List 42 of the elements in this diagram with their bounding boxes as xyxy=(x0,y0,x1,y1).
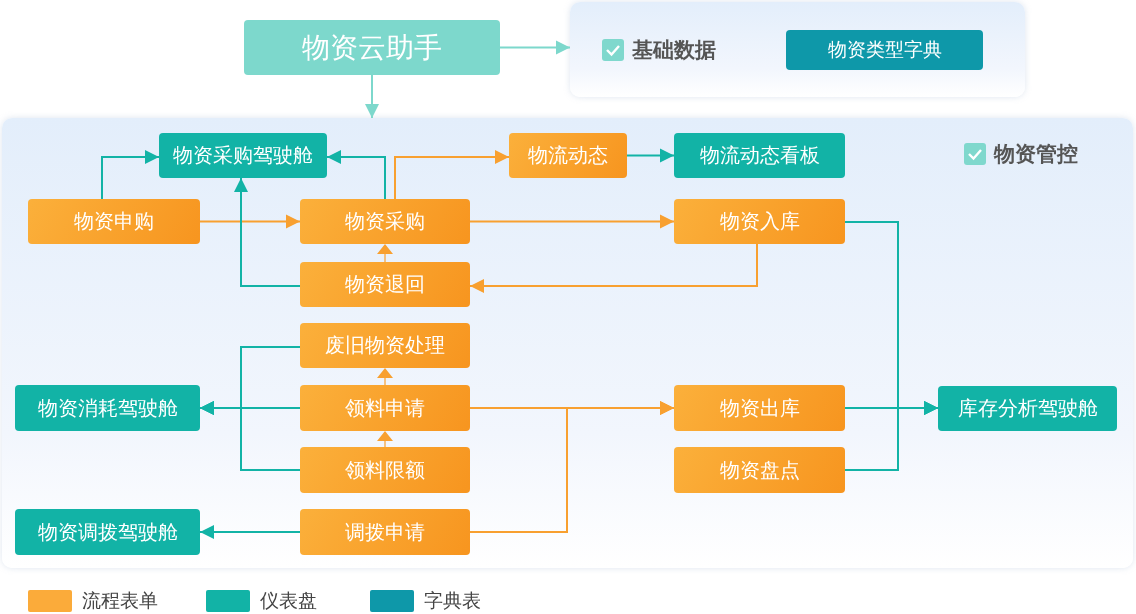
arrow xyxy=(394,150,510,200)
group-heading: 物资管控 xyxy=(994,141,1078,168)
arrowhead xyxy=(377,244,393,262)
app-title-box: 物资云助手 xyxy=(244,20,500,75)
legend-label: 字典表 xyxy=(424,588,481,613)
process-box: 物资盘点 xyxy=(674,447,845,493)
arrow xyxy=(626,148,675,163)
arrow xyxy=(199,214,301,229)
arrow xyxy=(199,401,301,471)
arrow xyxy=(365,74,379,119)
group-panel xyxy=(2,118,1133,568)
process-box: 物资出库 xyxy=(674,385,845,431)
dashboard-box: 物资采购驾驶舱 xyxy=(159,133,327,178)
arrowhead xyxy=(377,431,393,447)
group-heading: 基础数据 xyxy=(632,37,716,64)
process-box: 领料限额 xyxy=(300,447,470,493)
group-panel xyxy=(570,2,1025,97)
legend-label: 流程表单 xyxy=(82,588,158,613)
dashboard-box: 物资消耗驾驶舱 xyxy=(15,385,200,431)
dashboard-box: 库存分析驾驶舱 xyxy=(938,386,1117,431)
process-box: 废旧物资处理 xyxy=(300,323,470,368)
dashboard-box: 物流动态看板 xyxy=(674,133,845,178)
process-box: 物资入库 xyxy=(674,199,845,244)
dictionary-box: 物资类型字典 xyxy=(786,30,983,70)
arrow xyxy=(469,401,675,533)
arrow xyxy=(326,150,386,200)
arrow xyxy=(101,150,160,200)
process-box: 调拨申请 xyxy=(300,509,470,555)
dashboard-box: 物资调拨驾驶舱 xyxy=(15,509,200,555)
process-box: 领料申请 xyxy=(300,385,470,431)
arrow xyxy=(844,401,939,471)
arrowhead xyxy=(377,368,393,385)
legend-label: 仪表盘 xyxy=(260,588,317,613)
process-box: 物流动态 xyxy=(509,133,627,178)
arrow xyxy=(469,243,758,293)
arrow xyxy=(199,525,301,539)
process-box: 物资退回 xyxy=(300,262,470,307)
arrow xyxy=(234,177,301,287)
process-box: 物资采购 xyxy=(300,199,470,244)
arrow xyxy=(499,40,571,55)
process-box: 物资申购 xyxy=(28,199,200,244)
arrow xyxy=(469,214,675,229)
